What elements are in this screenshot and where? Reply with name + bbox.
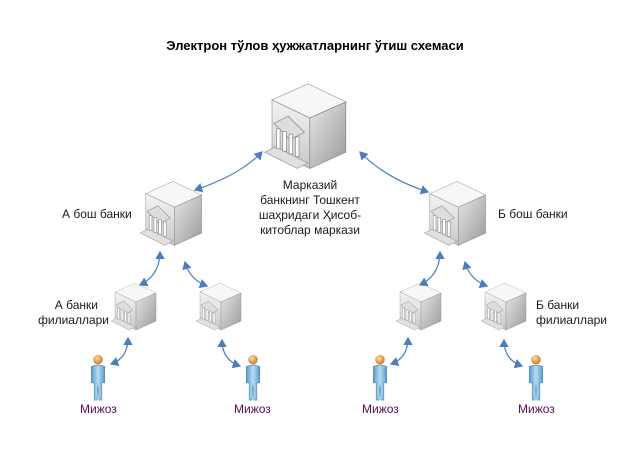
a-head-bank-label: А бош банки bbox=[62, 207, 132, 221]
a-head-bank-building-icon bbox=[140, 181, 202, 246]
client-person-icon bbox=[372, 354, 388, 401]
arrow-a-branch1 bbox=[138, 250, 165, 287]
arrow-central-a bbox=[193, 151, 263, 193]
arrow-b-branch2 bbox=[462, 260, 489, 289]
label-line: банкнинг Тошкент bbox=[260, 193, 360, 207]
client-label: Мижоз bbox=[234, 402, 271, 416]
client-label: Мижоз bbox=[518, 402, 555, 416]
arrow-client3 bbox=[389, 336, 413, 367]
label-line: Б банки bbox=[536, 298, 580, 312]
b-head-bank-label: Б бош банки bbox=[498, 207, 568, 221]
client-person-icon bbox=[90, 354, 106, 401]
arrow-client4 bbox=[499, 338, 524, 369]
label-line: филиаллари bbox=[38, 313, 110, 327]
client-label: Мижоз bbox=[80, 402, 117, 416]
label-line: филиаллари bbox=[536, 313, 608, 327]
arrow-client2 bbox=[217, 338, 242, 369]
b-branches-label: Б банки филиаллари bbox=[536, 298, 607, 328]
a-branch-building-icon bbox=[195, 282, 242, 331]
b-branch-building-icon bbox=[395, 282, 442, 331]
arrow-client1 bbox=[109, 336, 133, 367]
arrow-central-b bbox=[359, 151, 430, 195]
b-head-bank-building-icon bbox=[424, 181, 486, 246]
label-line: китоблар маркази bbox=[260, 223, 360, 237]
arrow-b-branch1 bbox=[418, 250, 445, 287]
arrow-a-branch2 bbox=[182, 260, 209, 289]
a-branches-label: А банки филиаллари bbox=[38, 298, 110, 328]
label-line: шаҳридаги Ҳисоб- bbox=[258, 208, 362, 222]
diagram-title: Электрон тўлов ҳужжатларнинг ўтиш схемас… bbox=[166, 38, 464, 53]
client-person-icon bbox=[528, 354, 544, 401]
a-branch-building-icon bbox=[110, 282, 157, 331]
client-label: Мижоз bbox=[362, 402, 399, 416]
label-line: А банки bbox=[54, 298, 98, 312]
central-bank-building-icon bbox=[264, 83, 347, 169]
client-person-icon bbox=[245, 354, 261, 401]
label-line: Марказий bbox=[282, 178, 338, 192]
central-bank-label: Марказий банкнинг Тошкент шаҳридаги Ҳисо… bbox=[248, 178, 372, 238]
b-branch-building-icon bbox=[480, 282, 527, 331]
